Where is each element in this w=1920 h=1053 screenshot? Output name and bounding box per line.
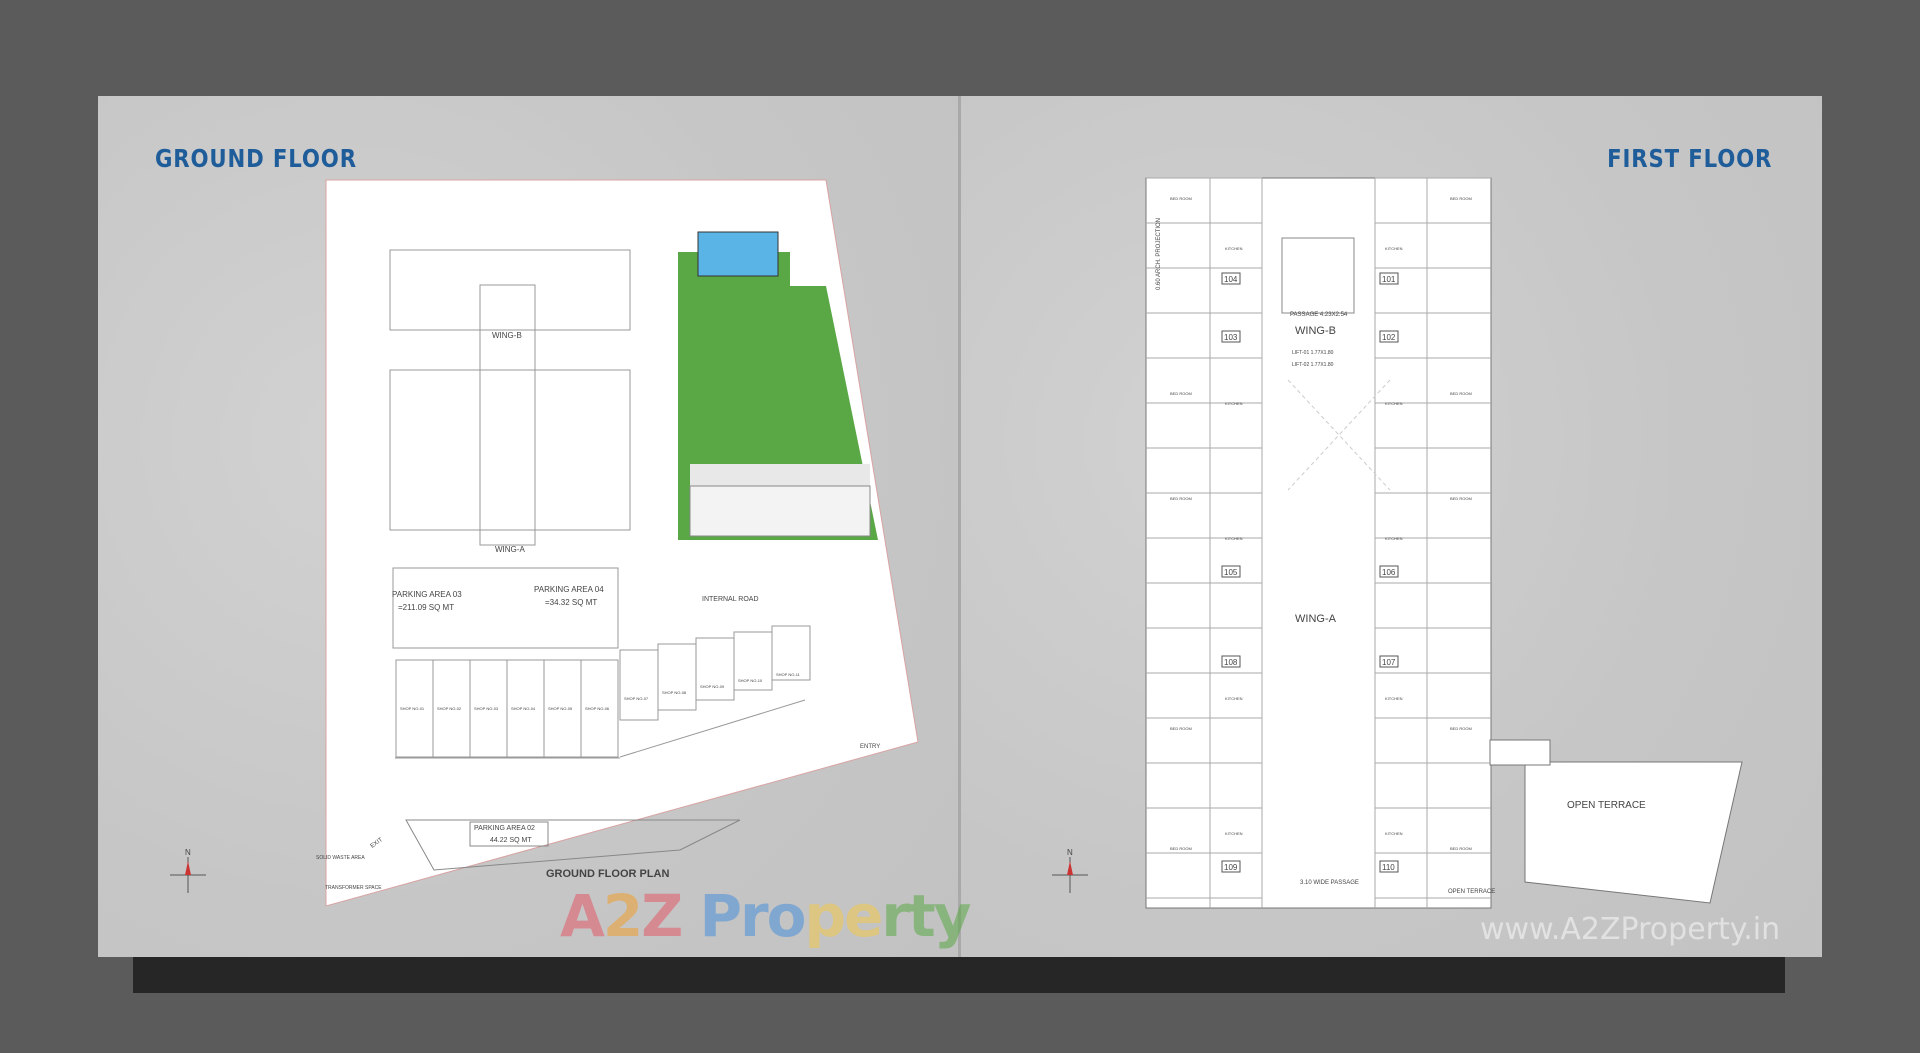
bed-room-label: BED ROOM bbox=[1170, 196, 1192, 201]
unit-number-box bbox=[1221, 272, 1241, 285]
unit-number-box bbox=[1221, 860, 1241, 873]
ff-passage-bottom-label: 3.10 WIDE PASSAGE bbox=[1300, 880, 1359, 886]
gf-wing-b-label: WING-B bbox=[492, 331, 522, 340]
shop-label: SHOP NO-04 bbox=[511, 706, 536, 711]
first-floor-plan: PASSAGE 4.23X2.54 WING-B LIFT-01 1.77X1.… bbox=[1052, 177, 1743, 909]
shop-label: SHOP NO-10 bbox=[738, 678, 763, 683]
unit-number: 102 bbox=[1382, 333, 1396, 342]
shop-label: SHOP NO-05 bbox=[548, 706, 573, 711]
shop-label: SHOP NO-11 bbox=[776, 672, 801, 677]
bed-room-label: BED ROOM bbox=[1170, 846, 1192, 851]
compass-rose-right: N bbox=[1052, 848, 1088, 893]
bed-room-label: BED ROOM bbox=[1450, 391, 1472, 396]
bed-room-label: BED ROOM bbox=[1170, 391, 1192, 396]
bed-room-label: BED ROOM bbox=[1450, 196, 1472, 201]
entry-label: ENTRY bbox=[860, 744, 880, 750]
ff-wing-a-label: WING-A bbox=[1295, 613, 1337, 625]
unit-number: 105 bbox=[1224, 568, 1238, 577]
open-terrace-small-label: OPEN TERRACE bbox=[1448, 889, 1495, 895]
kitchen-label: KITCHEN bbox=[1225, 536, 1243, 541]
parking-03-label: PARKING AREA 03 bbox=[392, 590, 462, 599]
unit-number: 108 bbox=[1224, 658, 1238, 667]
unit-number-box bbox=[1221, 655, 1241, 668]
bed-room-label: BED ROOM bbox=[1450, 726, 1472, 731]
solid-waste-label: SOLID WASTE AREA bbox=[316, 855, 365, 861]
shops-row: SHOP NO-01 SHOP NO-02 SHOP NO-03 SHOP NO-04… bbox=[395, 625, 811, 758]
bed-room-label: BED ROOM bbox=[1170, 726, 1192, 731]
unit-number: 104 bbox=[1224, 275, 1238, 284]
shop-label: SHOP NO-03 bbox=[474, 706, 499, 711]
shop-outline bbox=[580, 659, 619, 758]
kitchen-label: KITCHEN bbox=[1385, 536, 1403, 541]
bed-room-label: BED ROOM bbox=[1450, 496, 1472, 501]
unit-number-box bbox=[1379, 330, 1399, 343]
unit-number-box bbox=[1221, 565, 1241, 578]
ground-floor-title: GROUND FLOOR bbox=[155, 144, 357, 173]
kitchen-label: KITCHEN bbox=[1385, 401, 1403, 406]
kitchen-label: KITCHEN bbox=[1225, 696, 1243, 701]
compass-north-right: N bbox=[1067, 848, 1073, 857]
unit-number: 106 bbox=[1382, 568, 1396, 577]
bed-room-label: BED ROOM bbox=[1170, 496, 1192, 501]
kitchen-label: KITCHEN bbox=[1225, 401, 1243, 406]
first-floor-title: FIRST FLOOR bbox=[1606, 144, 1772, 173]
unit-number-box bbox=[1379, 565, 1399, 578]
gf-wing-a-label: WING-A bbox=[495, 545, 525, 554]
book-shadow bbox=[133, 955, 1785, 993]
unit-number: 103 bbox=[1224, 333, 1238, 342]
ff-lift-01-label: LIFT-01 1.77X1.80 bbox=[1292, 350, 1334, 356]
compass-north: N bbox=[185, 848, 191, 857]
pool bbox=[697, 231, 779, 277]
open-terrace-label: OPEN TERRACE bbox=[1567, 800, 1646, 811]
open-terrace bbox=[1524, 761, 1743, 904]
shop-label: SHOP NO-02 bbox=[437, 706, 462, 711]
ff-wing-b-label: WING-B bbox=[1295, 325, 1336, 337]
shop-label: SHOP NO-01 bbox=[400, 706, 425, 711]
kitchen-label: KITCHEN bbox=[1225, 246, 1243, 251]
parking-02-area: 44.22 SQ MT bbox=[490, 837, 532, 844]
unit-number: 109 bbox=[1224, 863, 1238, 872]
watermark-logo: A2Z Property bbox=[560, 882, 971, 950]
watermark-url: www.A2ZProperty.in bbox=[1480, 912, 1781, 947]
unit-number: 101 bbox=[1382, 275, 1396, 284]
shop-label: SHOP NO-09 bbox=[700, 684, 725, 689]
unit-number: 110 bbox=[1382, 863, 1395, 872]
unit-number-box bbox=[1379, 655, 1399, 668]
ff-arch-projection-label: 0.60 ARCH. PROJECTION bbox=[1156, 218, 1162, 290]
internal-road-label: INTERNAL ROAD bbox=[702, 596, 759, 603]
transformer-label: TRANSFORMER SPACE bbox=[325, 885, 382, 891]
kitchen-label: KITCHEN bbox=[1385, 696, 1403, 701]
unit-number-box bbox=[1379, 272, 1399, 285]
bed-room-label: BED ROOM bbox=[1450, 846, 1472, 851]
shop-label: SHOP NO-06 bbox=[585, 706, 610, 711]
parking-04-label: PARKING AREA 04 bbox=[534, 585, 604, 594]
kitchen-label: KITCHEN bbox=[1385, 831, 1403, 836]
page-fold bbox=[958, 96, 961, 957]
unit-number: 107 bbox=[1382, 658, 1396, 667]
parking-02-label: PARKING AREA 02 bbox=[474, 825, 535, 832]
kitchen-label: KITCHEN bbox=[1225, 831, 1243, 836]
parking-03-area: =211.09 SQ MT bbox=[398, 603, 454, 612]
shop-label: SHOP NO-08 bbox=[662, 690, 687, 695]
ground-floor-plan-caption: GROUND FLOOR PLAN bbox=[546, 868, 669, 880]
shop-outline bbox=[771, 625, 811, 681]
ground-floor-plan: WING-B WING-A PARKING AREA 03 =211.09 SQ… bbox=[170, 179, 919, 907]
unit-number-box bbox=[1221, 330, 1241, 343]
kitchen-label: KITCHEN bbox=[1385, 246, 1403, 251]
ff-lift-02-label: LIFT-02 1.77X1.80 bbox=[1292, 362, 1334, 368]
unit-number-box bbox=[1379, 860, 1399, 873]
ff-passage-label: PASSAGE 4.23X2.54 bbox=[1290, 312, 1348, 318]
compass-rose-left: N bbox=[170, 848, 206, 893]
parking-04-area: =34.32 SQ MT bbox=[545, 598, 597, 607]
shop-label: SHOP NO-07 bbox=[624, 696, 649, 701]
